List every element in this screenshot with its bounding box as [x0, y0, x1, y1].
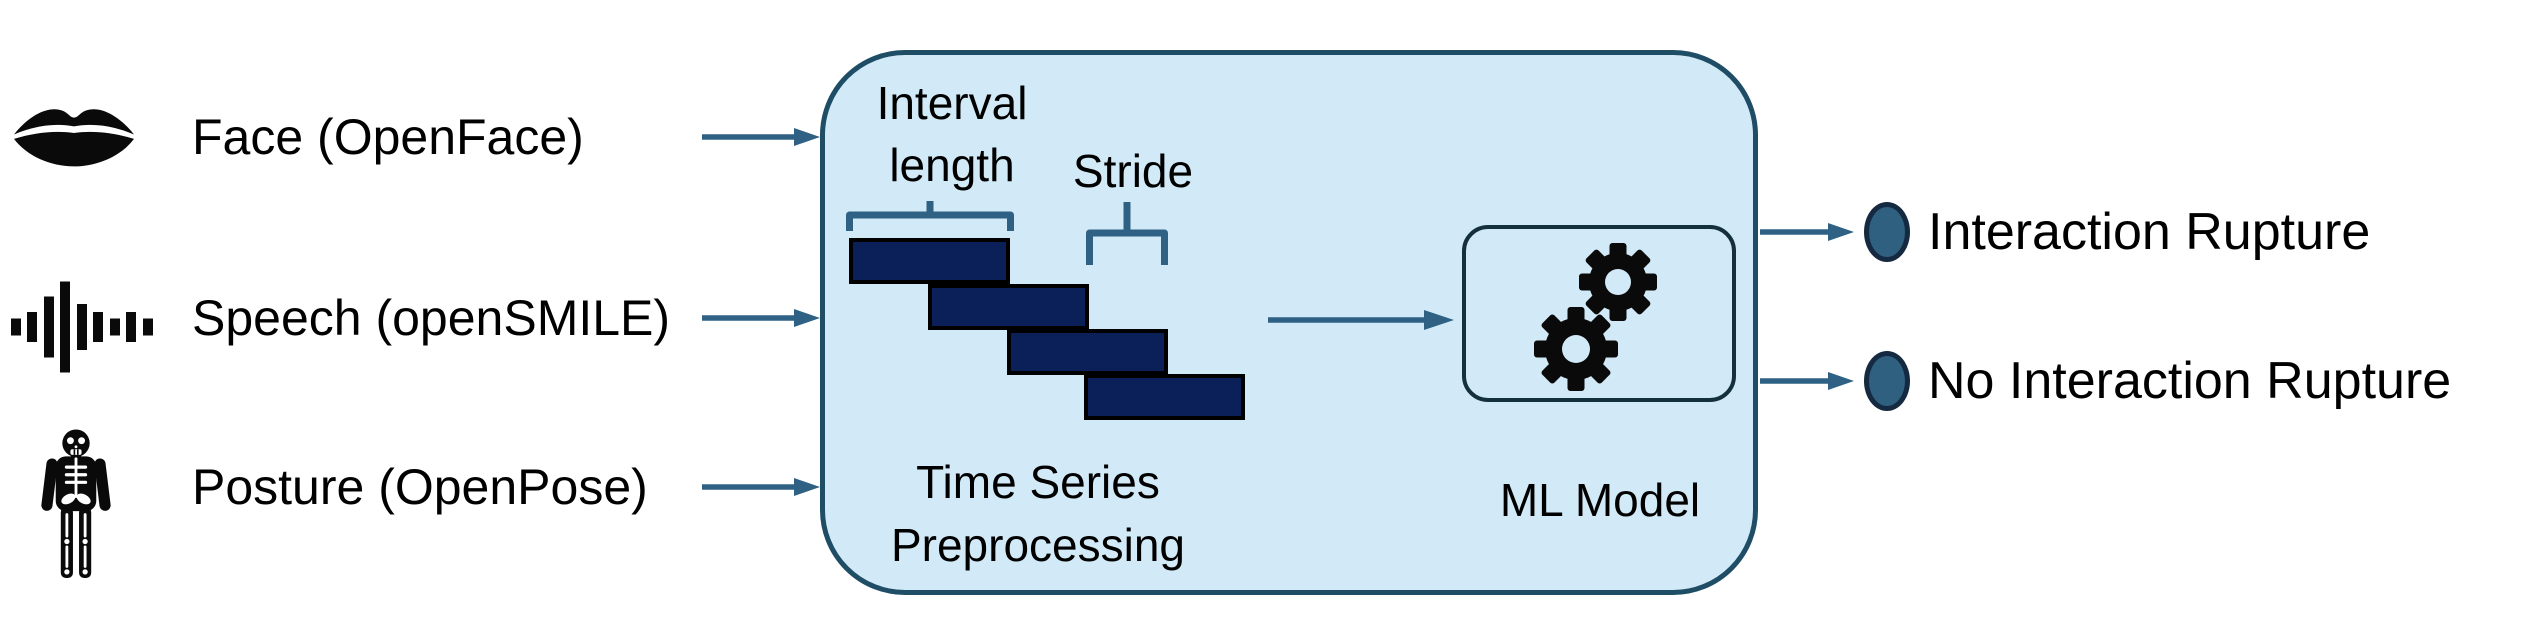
ml-model-label: ML Model	[1499, 474, 1701, 526]
gears-icon	[1534, 243, 1657, 391]
lips-icon	[14, 109, 134, 167]
arrow-posture-to-box	[702, 478, 820, 496]
time-series-label-line1: Time Series	[916, 456, 1160, 508]
left-arm	[41, 458, 58, 511]
waveform-icon	[11, 281, 153, 373]
time-series-label-line2: Preprocessing	[890, 519, 1186, 571]
stride-bracket	[1086, 202, 1168, 265]
arrow-speech-to-box	[702, 309, 820, 327]
arrow-windows-to-model	[1268, 310, 1454, 330]
output-label-interaction-rupture: Interaction Rupture	[1928, 203, 2371, 261]
interval-label-line2: length	[889, 139, 1015, 191]
output-node-interaction-rupture	[1864, 202, 1910, 262]
gear-bottom	[1534, 307, 1618, 391]
interval-label-line1: Interval	[876, 77, 1028, 129]
sliding-window-bar-4	[1084, 374, 1245, 420]
lower-lip	[14, 131, 134, 167]
output-node-no-interaction-rupture	[1864, 351, 1910, 411]
input-label-face: Face (OpenFace)	[192, 109, 584, 165]
upper-lip	[14, 109, 134, 135]
output-label-no-interaction-rupture: No Interaction Rupture	[1928, 352, 2452, 410]
sliding-window-bar-3	[1007, 329, 1168, 375]
arrow-to-interaction-rupture	[1760, 223, 1854, 241]
input-label-speech: Speech (openSMILE)	[192, 290, 671, 346]
stride-label: Stride	[1072, 145, 1194, 197]
arrow-face-to-box	[702, 128, 820, 146]
input-label-posture: Posture (OpenPose)	[192, 459, 648, 515]
interval-length-bracket	[846, 201, 1014, 231]
gear-top	[1579, 243, 1657, 321]
sliding-window-bar-2	[928, 284, 1089, 330]
sliding-window-bar-1	[849, 238, 1010, 284]
skeleton-icon	[41, 429, 111, 578]
right-arm	[94, 458, 111, 511]
arrow-to-no-interaction-rupture	[1760, 372, 1854, 390]
ml-model-box	[1462, 225, 1736, 402]
time-series-preprocessing-label: Time Series Preprocessing	[891, 451, 1185, 577]
interval-length-label: Interval length	[877, 72, 1028, 196]
skull	[62, 429, 90, 457]
